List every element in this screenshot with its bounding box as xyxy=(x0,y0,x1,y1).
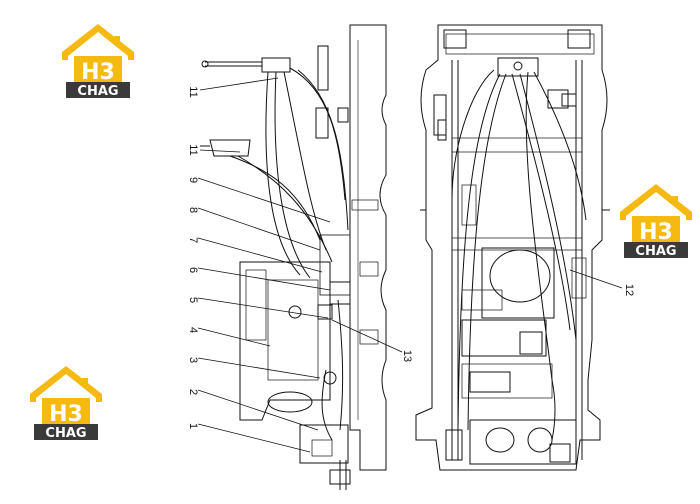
callout-numbers: 11 11 9 8 7 6 5 4 3 2 1 13 12 xyxy=(187,86,635,429)
callout-11-mid: 11 xyxy=(187,144,199,155)
callout-7: 7 xyxy=(187,237,199,243)
side-view-drawing xyxy=(200,24,387,490)
callout-6: 6 xyxy=(187,267,199,273)
callout-13: 13 xyxy=(401,350,413,362)
callout-12: 12 xyxy=(623,284,635,296)
callout-2: 2 xyxy=(187,389,199,395)
logo-name-text: CHAG xyxy=(45,426,86,441)
callout-9: 9 xyxy=(187,177,199,183)
top-view-drawing xyxy=(415,24,610,471)
logo-top-left: H3 CHAG xyxy=(62,24,134,99)
logo-name-text: CHAG xyxy=(77,84,118,99)
logo-mark-text: H3 xyxy=(49,402,83,427)
logo-mark-text: H3 xyxy=(81,60,115,85)
callout-4: 4 xyxy=(187,327,199,333)
callout-3: 3 xyxy=(187,357,199,363)
callout-1: 1 xyxy=(187,423,199,429)
callout-5: 5 xyxy=(187,297,199,303)
logo-right: H3 CHAG xyxy=(620,184,692,259)
callout-leader-lines xyxy=(197,77,623,453)
callout-8: 8 xyxy=(187,207,199,213)
logo-mark-text: H3 xyxy=(639,220,673,245)
callout-11-top: 11 xyxy=(187,86,199,97)
logo-name-text: CHAG xyxy=(635,244,676,259)
logo-bottom-left: H3 CHAG xyxy=(30,366,102,441)
